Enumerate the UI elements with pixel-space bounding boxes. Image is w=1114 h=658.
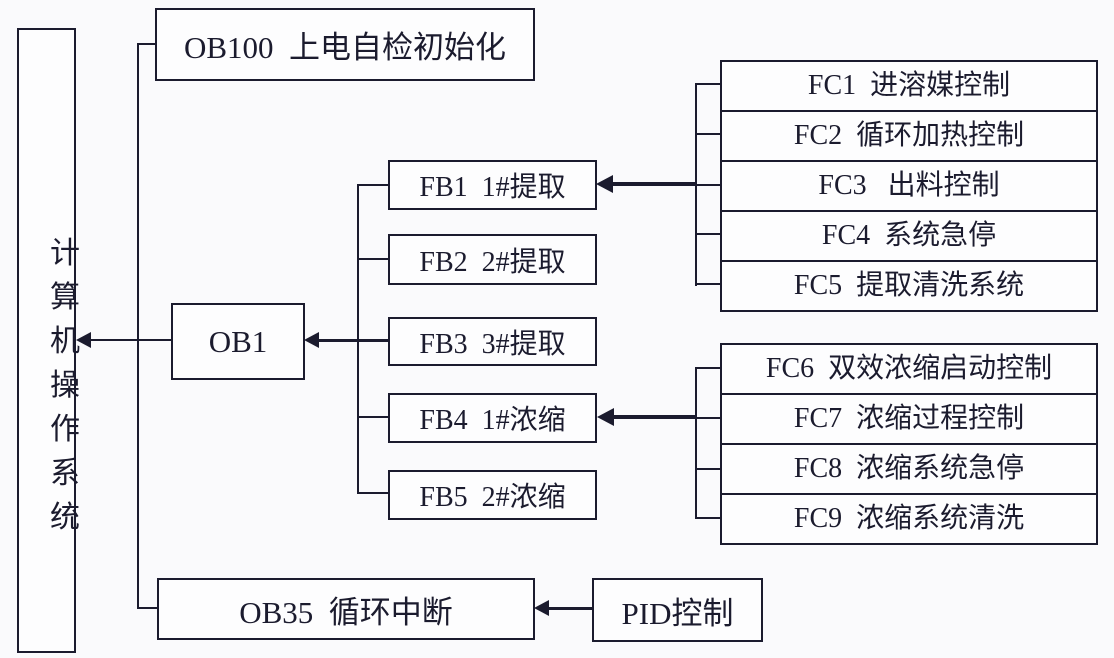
arrowhead-into-root [76,332,91,348]
node-ob1: OB1 [171,303,305,380]
node-label: 计算机操作系统 [50,237,80,534]
connector-trunk-to-ob100 [137,43,155,45]
node-label: FB2 2#提取 [419,246,566,278]
node-label: FB5 2#浓缩 [419,482,566,513]
node-label: FB3 3#提取 [419,328,566,360]
connector-bracket-to-fc8 [695,468,720,470]
connector-pid-to-ob35 [548,607,592,610]
connector-fc-group2-to-fb4 [612,415,696,419]
connector-trunk-vertical [137,43,139,609]
node-label: FC5 提取清洗系统 [793,270,1025,301]
node-ob100: OB100 上电自检初始化 [155,8,535,81]
node-fc4: FC4 系统急停 [722,210,1096,260]
node-fc5: FC5 提取清洗系统 [722,260,1096,310]
connector-bracket-to-fc2 [695,133,720,135]
connector-bracket-to-fc6 [695,367,720,369]
connector-fc-group1-to-fb1 [611,182,696,186]
node-label: FC2 循环加热控制 [793,120,1025,151]
arrowhead-into-ob1 [304,332,319,348]
node-fc7: FC7 浓缩过程控制 [722,393,1096,443]
node-label: OB35 循环中断 [239,594,453,630]
node-fc8: FC8 浓缩系统急停 [722,443,1096,493]
node-ob35: OB35 循环中断 [157,578,535,640]
node-computer-operating-system: 计算机操作系统 [17,28,80,653]
connector-bracket-to-fc4 [695,233,720,235]
node-label: FB1 1#提取 [419,172,566,203]
node-fc3: FC3 出料控制 [722,160,1096,210]
node-label: OB1 [208,323,268,359]
node-fb2: FB2 2#提取 [388,234,597,285]
connector-ob1-to-root [89,339,171,341]
node-label: FC9 浓缩系统清洗 [793,503,1025,534]
connector-bracket-to-fc3 [695,184,720,186]
node-label: FC8 浓缩系统急停 [793,453,1025,484]
connector-branch-to-fb2 [357,258,388,260]
connector-branch-to-fb4 [357,416,388,418]
node-fc6: FC6 双效浓缩启动控制 [722,345,1096,393]
node-label: FC1 进溶媒控制 [807,70,1011,101]
connector-bracket-to-fc7 [695,417,720,419]
connector-branch-to-fb5 [357,492,388,494]
node-label: FC6 双效浓缩启动控制 [765,353,1053,384]
connector-branch-to-fb1 [357,184,388,186]
connector-bracket-to-fc5 [695,283,720,285]
connector-bracket-to-fc1 [695,83,720,85]
node-fc9: FC9 浓缩系统清洗 [722,493,1096,543]
node-fb4: FB4 1#浓缩 [388,393,597,443]
node-pid: PID控制 [592,578,763,642]
arrowhead-into-fb4 [597,408,614,426]
node-label: FB4 1#浓缩 [419,405,566,436]
fc-group-concentration: FC6 双效浓缩启动控制 FC7 浓缩过程控制 FC8 浓缩系统急停 FC9 浓… [720,343,1098,545]
node-label: FC4 系统急停 [821,220,997,251]
node-label: FC3 出料控制 [818,170,1000,201]
node-fc2: FC2 循环加热控制 [722,110,1096,160]
connector-bracket-to-fc9 [695,517,720,519]
node-fb3: FB3 3#提取 [388,317,597,366]
connector-fb3-branch-to-ob1 [318,339,388,342]
arrowhead-into-ob35 [534,600,549,616]
node-fb5: FB5 2#浓缩 [388,470,597,520]
node-label: OB100 上电自检初始化 [183,30,507,65]
arrowhead-into-fb1 [596,175,613,193]
node-label: FC7 浓缩过程控制 [793,403,1025,434]
node-label: PID控制 [621,595,734,631]
node-fb1: FB1 1#提取 [388,160,597,210]
node-fc1: FC1 进溶媒控制 [722,62,1096,110]
connector-trunk-to-ob35 [137,607,157,609]
fc-group-extraction: FC1 进溶媒控制 FC2 循环加热控制 FC3 出料控制 FC4 系统急停 F… [720,60,1098,312]
connector-fc6-9-bracket-vertical [695,367,697,519]
